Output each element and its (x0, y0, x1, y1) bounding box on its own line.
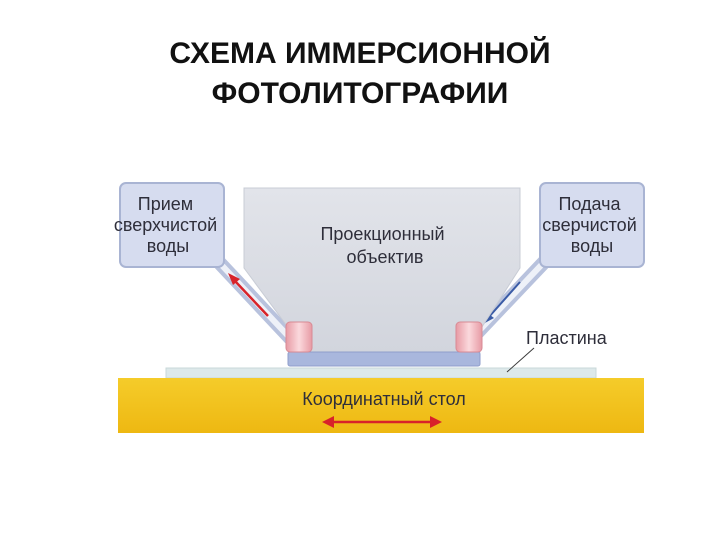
water-intake-box (119, 182, 225, 268)
supply-label-line-3: воды (571, 236, 613, 256)
right-nozzle (455, 321, 483, 353)
right-tube (468, 251, 555, 342)
stage-movement-arrow (322, 416, 442, 428)
supply-label-line-2: сверчистой (542, 215, 637, 235)
lens-bottom-plate (287, 351, 481, 367)
water-supply-box (539, 182, 645, 268)
coordinate-stage (118, 378, 644, 433)
title-line-1: СХЕМА ИММЕРСИОННОЙ (169, 37, 551, 70)
supply-label-line-1: Подача (558, 194, 621, 214)
title-line-2: ФОТОЛИТОГРАФИИ (211, 77, 509, 110)
svg-text:Подача сверчистой воды: Подача сверчистой воды (542, 194, 642, 256)
lens-label-line-1: Проекционный (320, 224, 444, 244)
wafer-leader-line (506, 347, 535, 373)
stage-label: Координатный стол (302, 389, 466, 409)
page-title: СХЕМА ИММЕРСИОННОЙ ФОТОЛИТОГРАФИИ (0, 34, 720, 114)
wafer-label: Пластина (526, 328, 608, 348)
lens-label-line-2: объектив (347, 247, 424, 267)
intake-label-line-2: сверхчистой (114, 215, 217, 235)
svg-text:Проекционный объектив: Проекционный объектив (320, 224, 449, 267)
left-flow-arrow (228, 273, 269, 317)
svg-text:Прием сверхчистой воды: Прием сверхчистой воды (114, 194, 222, 256)
intake-label-line-3: воды (147, 236, 189, 256)
wafer (165, 367, 597, 379)
left-nozzle (285, 321, 313, 353)
intake-label-line-1: Прием (138, 194, 193, 214)
